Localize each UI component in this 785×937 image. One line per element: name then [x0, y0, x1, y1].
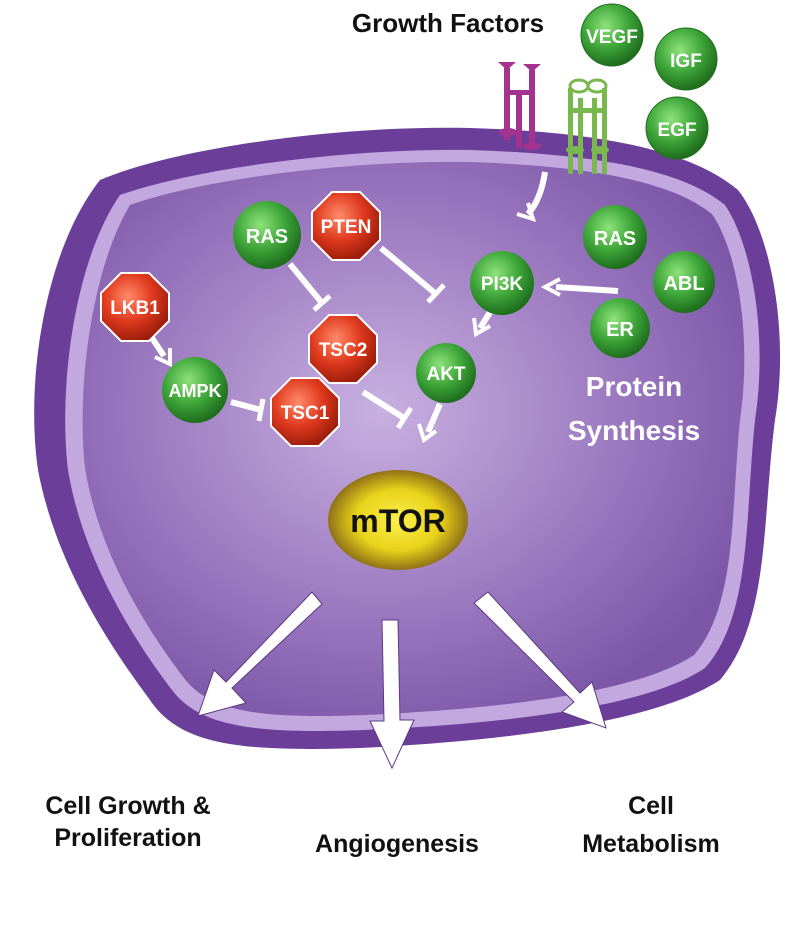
arrow-abl-pi3k: [555, 284, 619, 294]
node-tsc2: TSC2: [308, 314, 378, 384]
growth-factor-vegf: VEGF: [580, 3, 644, 67]
svg-text:TSC2: TSC2: [319, 340, 368, 361]
arrow-akt-mtor-head: [417, 423, 438, 444]
node-pten: PTEN: [311, 191, 381, 261]
node-tsc1: TSC1: [270, 377, 340, 447]
node-lkb1: LKB1: [100, 272, 170, 342]
page-title: Growth Factors: [352, 8, 544, 38]
cell-membrane: [34, 127, 781, 749]
svg-text:IGF: IGF: [670, 51, 702, 72]
node-abl: ABL: [653, 251, 715, 313]
protein-synthesis-label-line1: Protein: [586, 371, 682, 402]
output-growth-line2: Proliferation: [54, 824, 201, 852]
arrow-akt-mtor: [425, 402, 443, 434]
svg-text:LKB1: LKB1: [110, 298, 160, 319]
output-arrow-angiogenesis: [369, 619, 415, 770]
inhibit-tsc-mtor-bar: [395, 406, 414, 430]
arrow-receptor-pi3k-head: [516, 202, 537, 223]
arrow-pi3k-akt-head: [472, 317, 491, 338]
growth-factor-egf: EGF: [645, 96, 709, 160]
receptor-green: [566, 78, 609, 174]
svg-text:AMPK: AMPK: [169, 381, 222, 401]
inhibit-ras-tsc2-bar: [312, 294, 332, 312]
svg-text:TSC1: TSC1: [281, 403, 330, 424]
output-metabolism-line2: Metabolism: [582, 830, 720, 858]
inhibit-ras-tsc2: [287, 262, 325, 305]
inhibit-ampk-tsc1: [230, 399, 262, 413]
protein-synthesis-label-line2: Synthesis: [568, 415, 700, 446]
svg-text:ABL: ABL: [663, 273, 704, 295]
inhibit-pten-pi3k-bar: [426, 283, 446, 304]
growth-factor-igf: IGF: [654, 27, 718, 91]
node-ras-right: RAS: [583, 205, 647, 269]
node-pi3k: PI3K: [470, 251, 534, 315]
svg-text:RAS: RAS: [594, 228, 636, 250]
svg-text:AKT: AKT: [426, 364, 465, 385]
node-akt: AKT: [416, 343, 476, 403]
arrow-lkb1-ampk: [149, 336, 167, 358]
svg-text:PI3K: PI3K: [481, 274, 524, 295]
arrow-abl-pi3k-head: [540, 277, 561, 297]
output-growth-line1: Cell Growth &: [45, 792, 210, 820]
inhibit-ampk-tsc1-bar: [256, 398, 266, 422]
arrow-lkb1-ampk-head: [154, 348, 172, 368]
inhibit-tsc-mtor: [361, 389, 406, 421]
svg-text:PTEN: PTEN: [321, 217, 372, 238]
svg-text:EGF: EGF: [657, 120, 696, 141]
svg-text:mTOR: mTOR: [350, 503, 445, 539]
svg-text:RAS: RAS: [246, 226, 288, 248]
node-er: ER: [590, 298, 650, 358]
svg-text:ER: ER: [606, 319, 634, 341]
node-mtor: mTOR: [328, 470, 468, 570]
output-arrow-growth: [197, 591, 323, 717]
output-metabolism-line1: Cell: [628, 792, 674, 820]
node-ampk: AMPK: [162, 357, 228, 423]
node-ras-left: RAS: [233, 201, 301, 269]
receptor-magenta: [498, 62, 541, 150]
output-angiogenesis: Angiogenesis: [315, 830, 479, 858]
svg-text:VEGF: VEGF: [586, 27, 638, 48]
inhibit-pten-pi3k: [379, 245, 438, 297]
output-arrow-metabolism: [473, 591, 607, 729]
output-arrows: [197, 591, 607, 770]
